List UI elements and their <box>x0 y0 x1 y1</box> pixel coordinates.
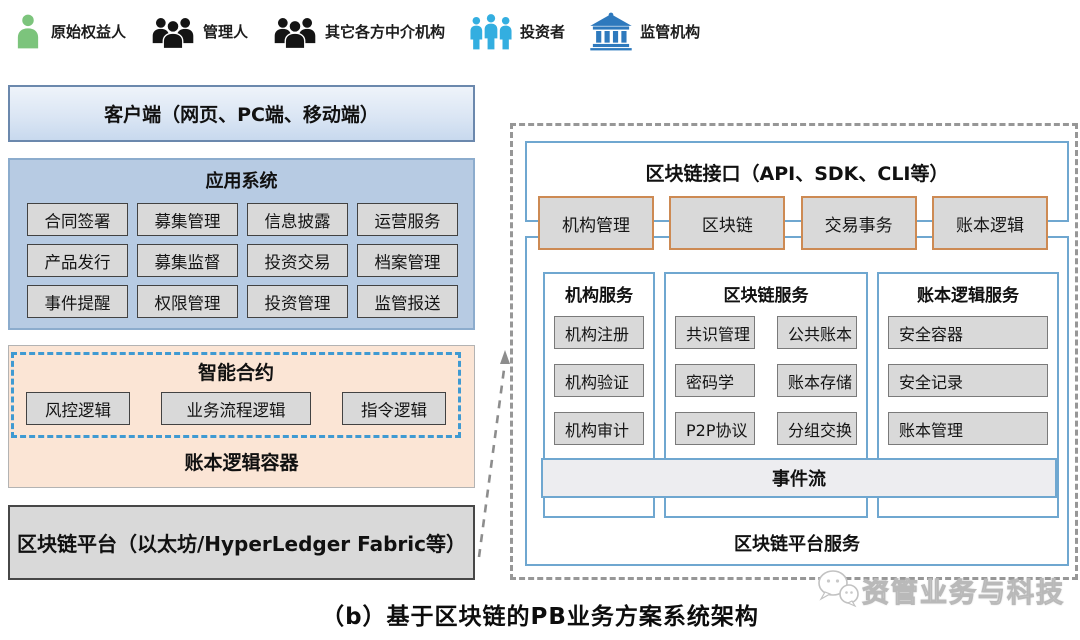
platform-services-label: 区块链平台服务 <box>734 534 860 555</box>
app-module: 档案管理 <box>357 244 458 277</box>
app-system-panel: 应用系统 合同签署 募集管理 信息披露 运营服务 产品发行 募集监督 投资交易 … <box>8 158 475 330</box>
app-module: 运营服务 <box>357 203 458 236</box>
blockchain-platform-box: 区块链平台（以太坊/HyperLedger Fabric等） <box>8 505 475 580</box>
service-item: 安全容器 <box>888 316 1048 349</box>
service-item: 账本管理 <box>888 412 1048 445</box>
chat-bubbles-icon <box>816 568 862 612</box>
app-module: 权限管理 <box>137 285 238 318</box>
actor-label: 管理人 <box>203 22 249 41</box>
column-title: 机构服务 <box>565 286 633 306</box>
interface-modules-row: 机构管理 区块链 交易事务 账本逻辑 <box>538 196 1048 250</box>
service-item: 账本存储 <box>777 364 857 397</box>
actor-investors: 投资者 <box>469 11 565 51</box>
service-item: P2P协议 <box>675 412 755 445</box>
ledger-container-panel: 智能合约 风控逻辑 业务流程逻辑 指令逻辑 账本逻辑容器 <box>8 345 475 488</box>
smart-contract-module: 业务流程逻辑 <box>161 392 311 425</box>
column-title: 账本逻辑服务 <box>917 286 1019 306</box>
app-module: 投资交易 <box>247 244 348 277</box>
app-module: 信息披露 <box>247 203 348 236</box>
group-icon <box>272 12 318 50</box>
blockchain-services-grid: 共识管理 公共账本 密码学 账本存储 P2P协议 分组交换 <box>675 316 857 460</box>
smart-contract-module: 指令逻辑 <box>342 392 446 425</box>
event-stream-bar: 事件流 <box>541 458 1057 498</box>
service-item: 机构注册 <box>554 316 644 349</box>
app-module: 事件提醒 <box>27 285 128 318</box>
service-item: 机构审计 <box>554 412 644 445</box>
interface-module: 账本逻辑 <box>931 196 1048 250</box>
actor-regulator: 监管机构 <box>589 11 700 51</box>
actor-label: 监管机构 <box>640 22 701 41</box>
actor-label: 原始权益人 <box>51 22 127 41</box>
service-item: 安全记录 <box>888 364 1048 397</box>
interface-module: 交易事务 <box>800 196 917 250</box>
smart-contract-modules: 风控逻辑 业务流程逻辑 指令逻辑 <box>14 392 458 425</box>
app-module: 产品发行 <box>27 244 128 277</box>
bank-icon <box>589 11 633 51</box>
person-icon <box>12 12 44 50</box>
watermark-text: 资管业务与科技 <box>862 577 1065 609</box>
smart-contract-dashed-box: 智能合约 风控逻辑 业务流程逻辑 指令逻辑 <box>11 352 461 438</box>
app-module-grid: 合同签署 募集管理 信息披露 运营服务 产品发行 募集监督 投资交易 档案管理 … <box>27 203 458 318</box>
ledger-container-label: 账本逻辑容器 <box>184 452 299 474</box>
actors-row: 原始权益人 管理人 <box>12 8 724 54</box>
watermark: 资管业务与科技 <box>816 568 1065 612</box>
client-box: 客户端（网页、PC端、移动端） <box>8 85 475 142</box>
platform-services-box: 机构服务 机构注册 机构验证 机构审计 区块链服务 共识管理 公共账本 密码学 … <box>525 236 1069 566</box>
smart-contract-module: 风控逻辑 <box>26 392 130 425</box>
app-module: 募集管理 <box>137 203 238 236</box>
app-module: 募集监督 <box>137 244 238 277</box>
service-item: 密码学 <box>675 364 755 397</box>
investors-icon <box>469 11 513 51</box>
diagram-caption: （b）基于区块链的PB业务方案系统架构 <box>321 604 759 630</box>
service-item: 机构验证 <box>554 364 644 397</box>
actor-label: 其它各方中介机构 <box>325 22 446 41</box>
actor-original-equity-holder: 原始权益人 <box>12 12 126 50</box>
interface-module: 机构管理 <box>538 196 654 250</box>
app-module: 投资管理 <box>247 285 348 318</box>
blockchain-platform-services-panel: 区块链接口（API、SDK、CLI等） 机构管理 区块链 交易事务 账本逻辑 机… <box>510 123 1078 580</box>
service-item: 公共账本 <box>777 316 857 349</box>
service-item: 分组交换 <box>777 412 857 445</box>
app-module: 监管报送 <box>357 285 458 318</box>
group-icon <box>150 12 196 50</box>
interface-module: 区块链 <box>669 196 786 250</box>
column-title: 区块链服务 <box>723 286 809 306</box>
app-system-title: 应用系统 <box>205 171 278 192</box>
actor-manager: 管理人 <box>150 12 248 50</box>
service-item: 共识管理 <box>675 316 755 349</box>
smart-contract-title: 智能合约 <box>197 362 274 384</box>
app-module: 合同签署 <box>27 203 128 236</box>
actor-other-intermediaries: 其它各方中介机构 <box>272 12 445 50</box>
actor-label: 投资者 <box>520 22 566 41</box>
